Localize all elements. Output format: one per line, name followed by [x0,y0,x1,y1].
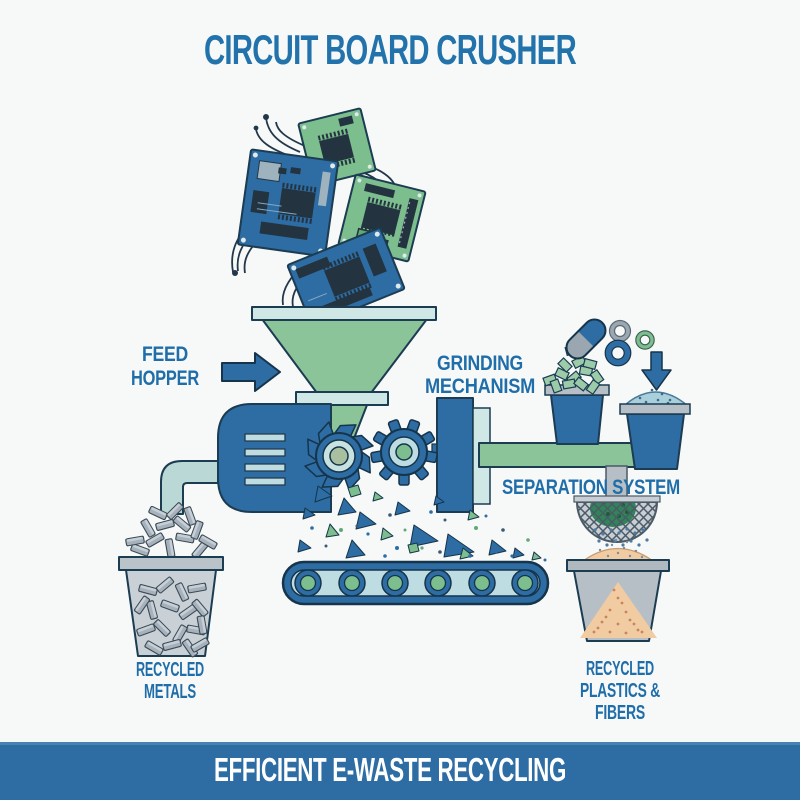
metals-bin-rim [118,556,224,571]
housing-block [436,397,474,513]
falling-fragments [565,318,655,367]
falling-circuit-boards [237,107,427,327]
arrow-down-icon [641,351,672,391]
granules-bin [619,382,691,470]
exhaust-pipe [160,460,219,515]
crusher-gear-right [370,419,438,486]
page-title: CIRCUIT BOARD CRUSHER [204,26,576,73]
fiber-pile [580,582,657,638]
metals-line2: METALS [144,681,196,703]
plastics-line3: FIBERS [595,702,645,724]
shredded-debris [297,484,547,562]
washer-ring-blue [604,339,632,367]
fibers-bin-rim [566,559,670,572]
separation-system-label: SEPARATION SYSTEM [502,476,680,499]
recycled-metals-bin [118,501,224,658]
banner-background [0,742,800,800]
footer-banner: EFFICIENT E-WASTE RECYCLING [0,742,800,800]
feed-hopper-funnel [251,306,437,442]
granules-bin-rim [619,403,691,415]
washer-ring-green [635,330,655,350]
recycled-plastics-label: RECYCLED PLASTICS & FIBERS [580,658,660,724]
granule-dots [638,382,672,405]
capsule-fragment [565,318,607,360]
green-chunks-bin [542,343,610,445]
conveyor-belt [281,560,550,606]
metals-line1: RECYCLED [136,659,204,681]
crusher-gear-left [304,421,374,491]
fiber-pile-dots [592,588,644,635]
banner-text: EFFICIENT E-WASTE RECYCLING [214,751,566,788]
fiber-heap-specks [598,538,644,559]
feed-hopper-label: FEED HOPPER [131,343,199,390]
feed-hopper-line2: HOPPER [131,367,199,390]
arrow-right-icon [221,352,281,392]
fibers-bin [566,538,670,642]
granules-bin-body [626,413,685,470]
plastics-line2: PLASTICS & [580,680,660,702]
grinding-line2: MECHANISM [425,375,535,398]
circuit-board-blue-left [237,148,339,258]
motor-vents [244,433,286,486]
grinding-line1: GRINDING [437,352,523,375]
separation-platform [478,442,642,468]
recycled-metals-label: RECYCLED METALS [136,659,204,703]
grinding-mechanism-label: GRINDING MECHANISM [425,352,535,398]
grinding-gears [304,419,438,491]
chunks-bin-body [550,394,604,445]
debris-dots [310,498,547,562]
plastics-line1: RECYCLED [586,658,654,680]
conveyor-rollers [294,569,539,597]
feed-hopper-line1: FEED [142,343,188,366]
